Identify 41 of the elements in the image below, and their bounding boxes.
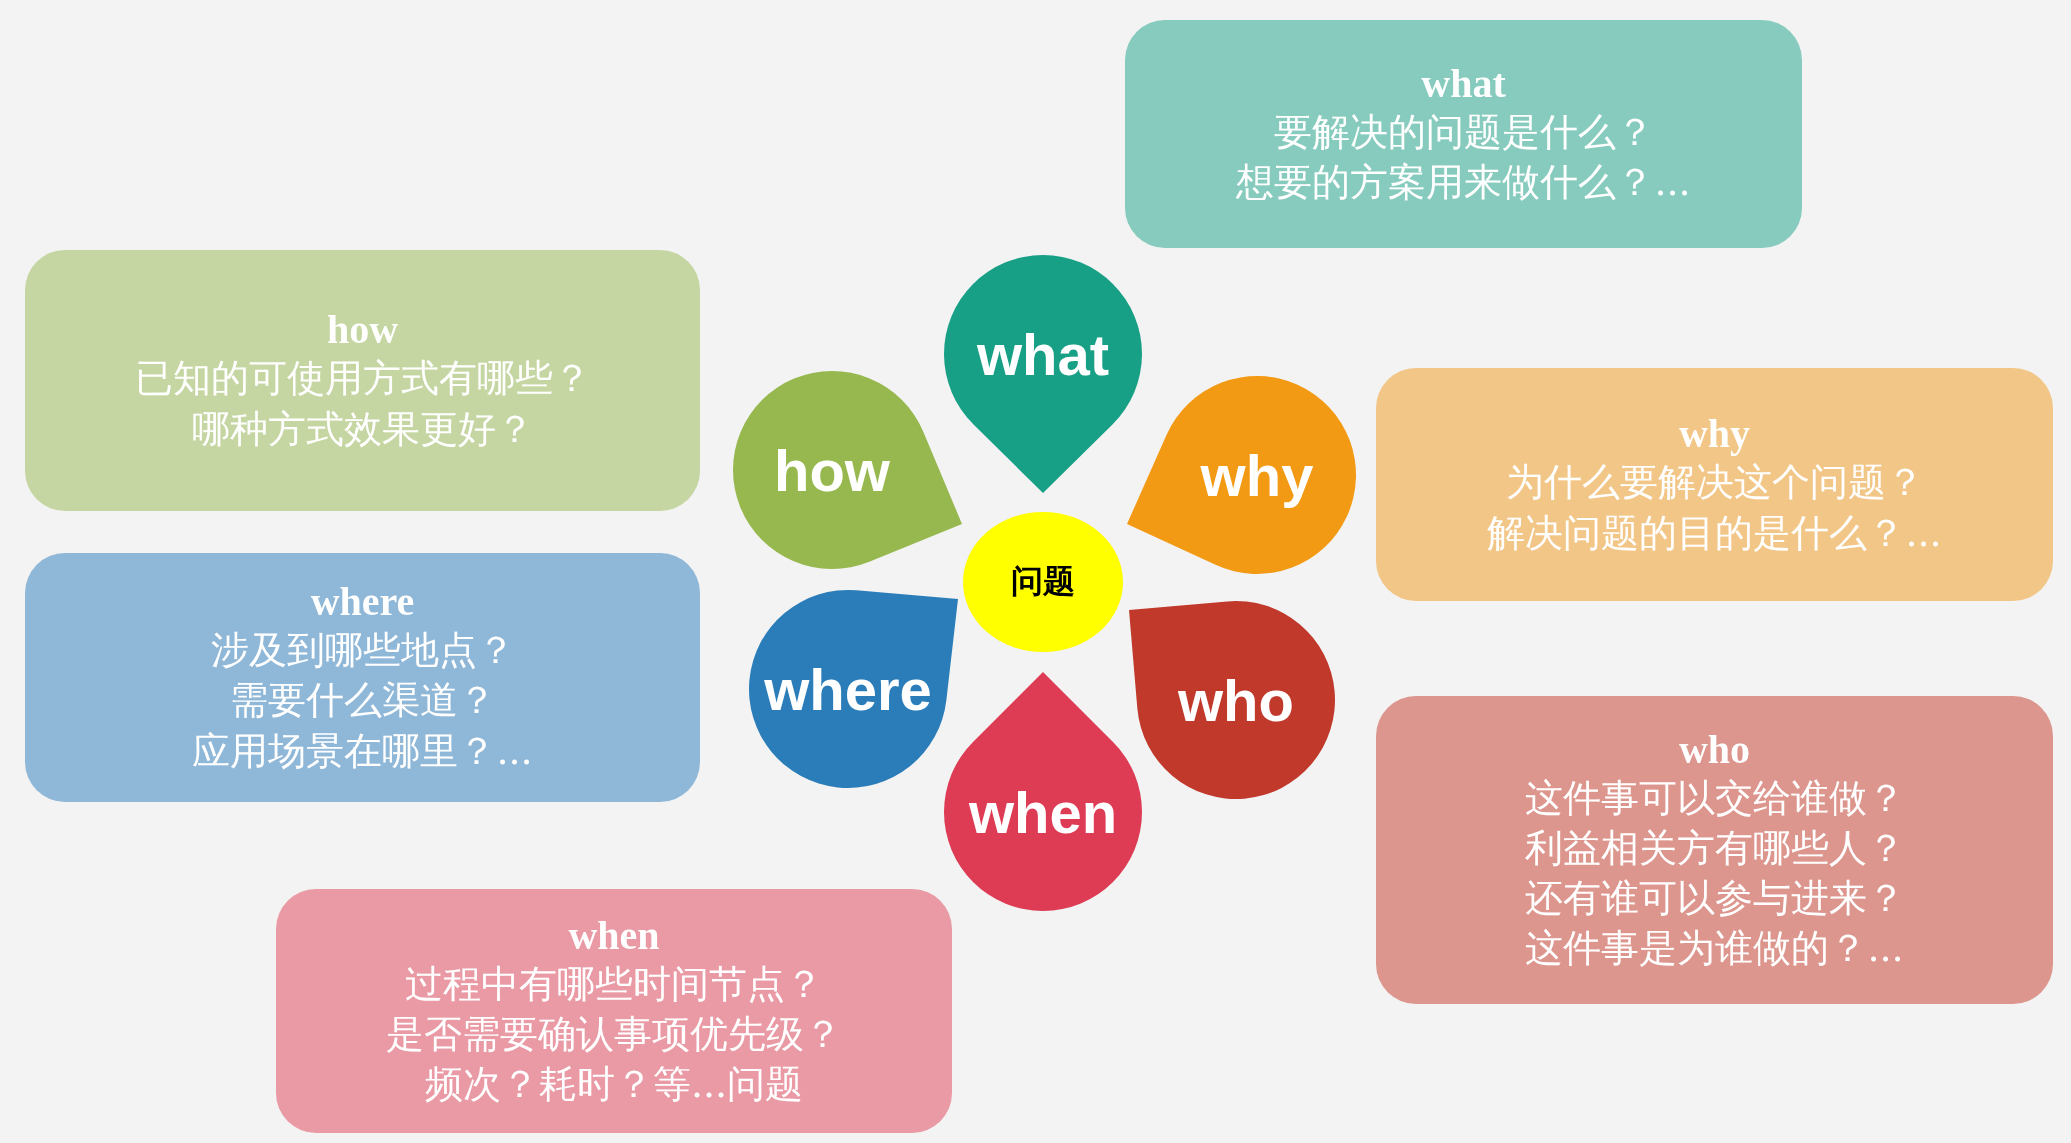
question-text: 已知的可使用方式有哪些？ [133,355,592,403]
card-heading: how [325,307,400,354]
petal-label: what [976,320,1110,388]
question-text: 想要的方案用来做什么？... [1235,159,1692,206]
question-text: 过程中有哪些时间节点？ [404,960,824,1008]
petal-shape [1127,376,1356,574]
question-text: 涉及到哪些地点？ [209,627,516,675]
card-heading: who [1677,726,1752,773]
card-heading: what [1420,60,1507,107]
question-card [1376,368,2053,601]
petal-label: where [764,655,932,723]
question-card [1125,20,1802,248]
petal-shape [944,672,1142,911]
center-label: 问题 [1011,561,1075,602]
question-card [25,553,700,802]
question-card [276,889,952,1133]
petal-label: why [1200,441,1314,509]
petal-shape [749,590,958,788]
petal-label: how [774,436,890,504]
question-text: 要解决的问题是什么？ [1272,108,1655,156]
question-card [1376,696,2053,1004]
question-text: 这件事是为谁做的？... [1524,925,1905,973]
question-text: 哪种方式效果更好？ [190,405,535,453]
question-text: 还有谁可以参与进来？ [1523,875,1906,922]
question-text: 解决问题的目的是什么？... [1486,509,1943,557]
card-heading: when [567,912,661,959]
question-text: 这件事可以交给谁做？ [1523,774,1906,822]
question-text: 需要什么渠道？ [228,677,497,725]
question-card [25,250,700,511]
question-text: 是否需要确认事项优先级？ [385,1010,843,1058]
petal-shape [944,255,1142,493]
petal-label: when [968,778,1118,846]
question-text: 应用场景在哪里？... [191,727,534,775]
card-heading: where [309,579,416,626]
petal-label: who [1178,666,1294,734]
question-text: 利益相关方有哪些人？ [1523,824,1906,872]
petal-shape [1129,601,1335,799]
question-text: 为什么要解决这个问题？ [1504,459,1925,507]
card-heading: why [1677,411,1752,458]
petal-shape [733,371,962,569]
question-text: 频次？耗时？等...问题 [423,1061,805,1109]
